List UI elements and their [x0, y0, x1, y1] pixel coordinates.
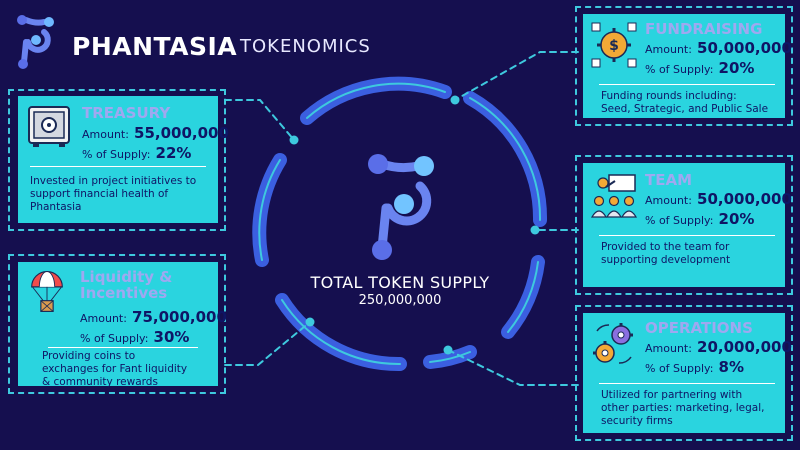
team-title: TEAM: [645, 171, 693, 189]
team-icon: [591, 174, 637, 218]
team-card: TEAM Amount: 50,000,000 % of Supply: 20%…: [583, 163, 792, 287]
divider: [599, 383, 775, 384]
total-supply-label: TOTAL TOKEN SUPPLY: [310, 273, 490, 292]
connector-fundraising: [454, 51, 579, 101]
brand-name: PHANTASIA: [72, 32, 238, 61]
fundraising-card: $ FUNDRAISING Amount: 50,000,000 % of Su…: [583, 14, 792, 118]
treasury-description: Invested in project initiatives to suppo…: [30, 175, 197, 213]
total-supply-value: 250,000,000: [358, 293, 442, 308]
divider: [599, 235, 775, 236]
fundraising-title: FUNDRAISING: [645, 20, 763, 38]
treasury-card: TREASURY Amount: 55,000,000 % of Supply:…: [18, 96, 229, 223]
connector-treasury: [224, 99, 295, 141]
connector-dot: [289, 135, 299, 145]
ring-segment-top: [300, 76, 452, 125]
treasury-title: TREASURY: [82, 104, 171, 122]
treasury-supply: % of Supply: 22%: [82, 144, 192, 162]
operations-amount: Amount: 20,000,000: [645, 338, 792, 356]
team-amount: Amount: 50,000,000: [645, 190, 792, 208]
ring-segment-left: [252, 153, 287, 267]
safe-icon: [28, 106, 70, 147]
liquidity-description: Providing coins to exchanges for Fant li…: [42, 350, 188, 388]
operations-title: OPERATIONS: [645, 319, 753, 337]
team-frame: [575, 155, 793, 295]
liquidity-supply: % of Supply: 30%: [80, 328, 190, 346]
divider: [599, 84, 775, 85]
operations-card: OPERATIONS Amount: 20,000,000 % of Suppl…: [583, 313, 792, 433]
ring-segment-right-low: [501, 255, 545, 339]
dollar-gear-icon: $: [591, 22, 637, 68]
connector-dot: [530, 225, 540, 235]
parachute-icon: [31, 271, 63, 312]
liquidity-title: Liquidity & Incentives: [80, 268, 173, 302]
connector-dot: [443, 345, 453, 355]
ring-segment-bottom-left: [275, 293, 407, 372]
fundraising-amount: Amount: 50,000,000: [645, 39, 792, 57]
phantasia-logo-icon: [17, 15, 54, 69]
brand-header: PHANTASIA TOKENOMICS: [14, 14, 374, 70]
operations-frame: [575, 305, 793, 441]
divider: [30, 166, 206, 167]
brand-tagline: TOKENOMICS: [240, 36, 371, 57]
connector-dot: [450, 95, 460, 105]
operations-supply: % of Supply: 8%: [645, 358, 745, 376]
team-supply: % of Supply: 20%: [645, 210, 755, 228]
svg-text:$: $: [609, 38, 619, 54]
fundraising-description: Funding rounds including: Seed, Strategi…: [601, 90, 769, 115]
treasury-amount: Amount: 55,000,000: [82, 124, 229, 142]
gears-icon: [593, 323, 633, 364]
team-description: Provided to the team for supporting deve…: [601, 241, 731, 266]
connector-operations: [447, 349, 579, 386]
liquidity-card: Liquidity & Incentives Amount: 75,000,00…: [18, 262, 227, 388]
connector-liquidity: [224, 321, 311, 366]
fundraising-frame: [575, 6, 793, 126]
divider: [48, 347, 198, 348]
center-logo-icon: [368, 154, 434, 260]
ring-segment-right: [463, 91, 548, 227]
connector-dot: [305, 317, 315, 327]
fundraising-supply: % of Supply: 20%: [645, 59, 755, 77]
treasury-frame: [8, 89, 226, 231]
operations-description: Utilized for partnering with other parti…: [601, 389, 765, 427]
liquidity-frame: [8, 254, 226, 394]
liquidity-amount: Amount: 75,000,000: [80, 308, 227, 326]
